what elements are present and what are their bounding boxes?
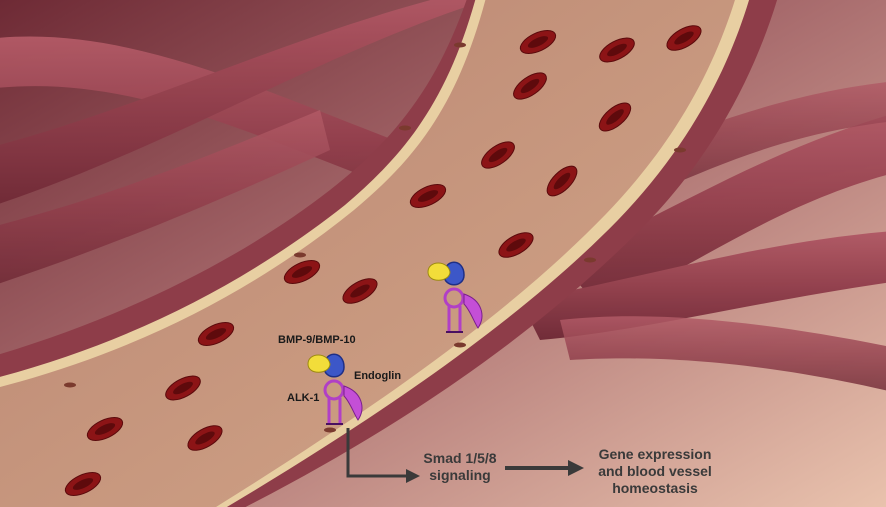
endoglin-label: Endoglin [354,370,401,382]
gene-expression-label: Gene expression and blood vessel homeost… [590,446,720,497]
smad-line-1: Smad 1/5/8 [414,450,506,467]
gene-line-3: homeostasis [590,480,720,497]
smad-line-2: signaling [414,467,506,484]
gene-line-2: and blood vessel [590,463,720,480]
gene-line-1: Gene expression [590,446,720,463]
alk1-label: ALK-1 [287,392,319,404]
ligand-label: BMP-9/BMP-10 [278,334,356,346]
smad-signaling-label: Smad 1/5/8 signaling [414,450,506,484]
